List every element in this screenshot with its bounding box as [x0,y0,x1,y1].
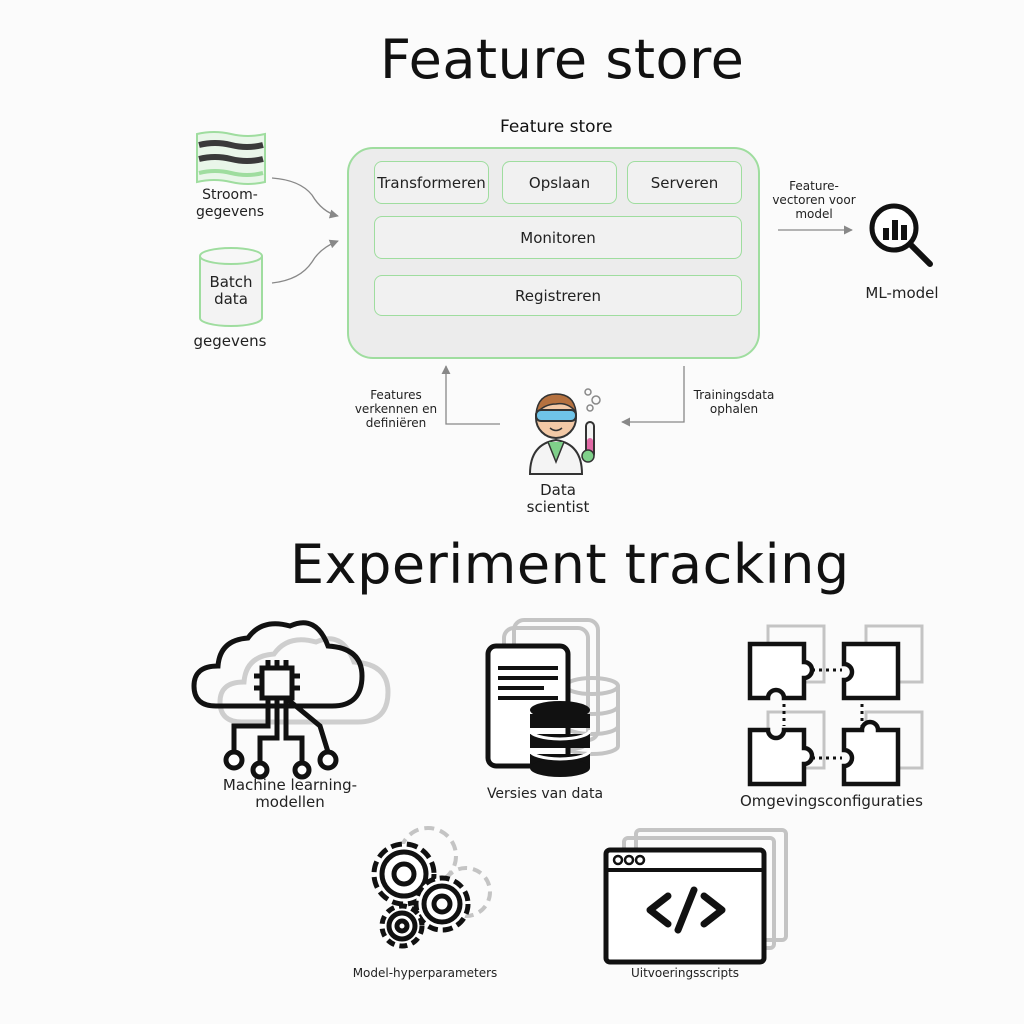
code-window-icon [603,828,788,965]
feature-store-heading: Feature store [380,28,745,91]
feature-vectors-label: Feature- vectoren voor model [772,179,856,221]
module-monitor: Monitoren [374,216,742,259]
cloud-network-icon [191,620,391,780]
data-versions-label: Versies van data [486,786,604,802]
hyperparameters-label: Model-hyperparameters [352,966,498,980]
module-serve: Serveren [627,161,742,204]
flow-arrows [271,177,853,427]
batch-data-cylinder-icon [199,247,263,327]
feature-store-panel: Transformeren Opslaan Serveren Monitoren… [347,147,760,359]
data-scientist-avatar [528,388,601,475]
batch-data-label: Batch data [209,273,253,308]
explore-features-label: Features verkennen en definiëren [354,388,438,430]
experiment-tracking-heading: Experiment tracking [290,533,850,596]
execution-scripts-label: Uitvoeringsscripts [630,966,740,980]
stream-data-label: Stroom- gegevens [195,187,265,220]
fetch-training-data-label: Trainingsdata ophalen [693,388,775,416]
environment-configs-label: Omgevingsconfiguraties [740,792,923,810]
module-transform: Transformeren [374,161,489,204]
document-database-icon [485,618,620,777]
feature-store-panel-title: Feature store [500,117,613,137]
batch-data-caption: gegevens [193,332,267,350]
module-register: Registreren [374,275,742,316]
ml-model-magnifier-icon [869,203,933,267]
ml-model-label: ML-model [865,284,939,302]
stream-data-icon [196,131,266,185]
puzzle-pieces-icon [747,624,924,787]
ml-models-label: Machine learning- modellen [222,776,358,811]
data-scientist-label: Data scientist [526,481,590,516]
gears-icon [371,826,492,949]
module-store: Opslaan [502,161,617,204]
